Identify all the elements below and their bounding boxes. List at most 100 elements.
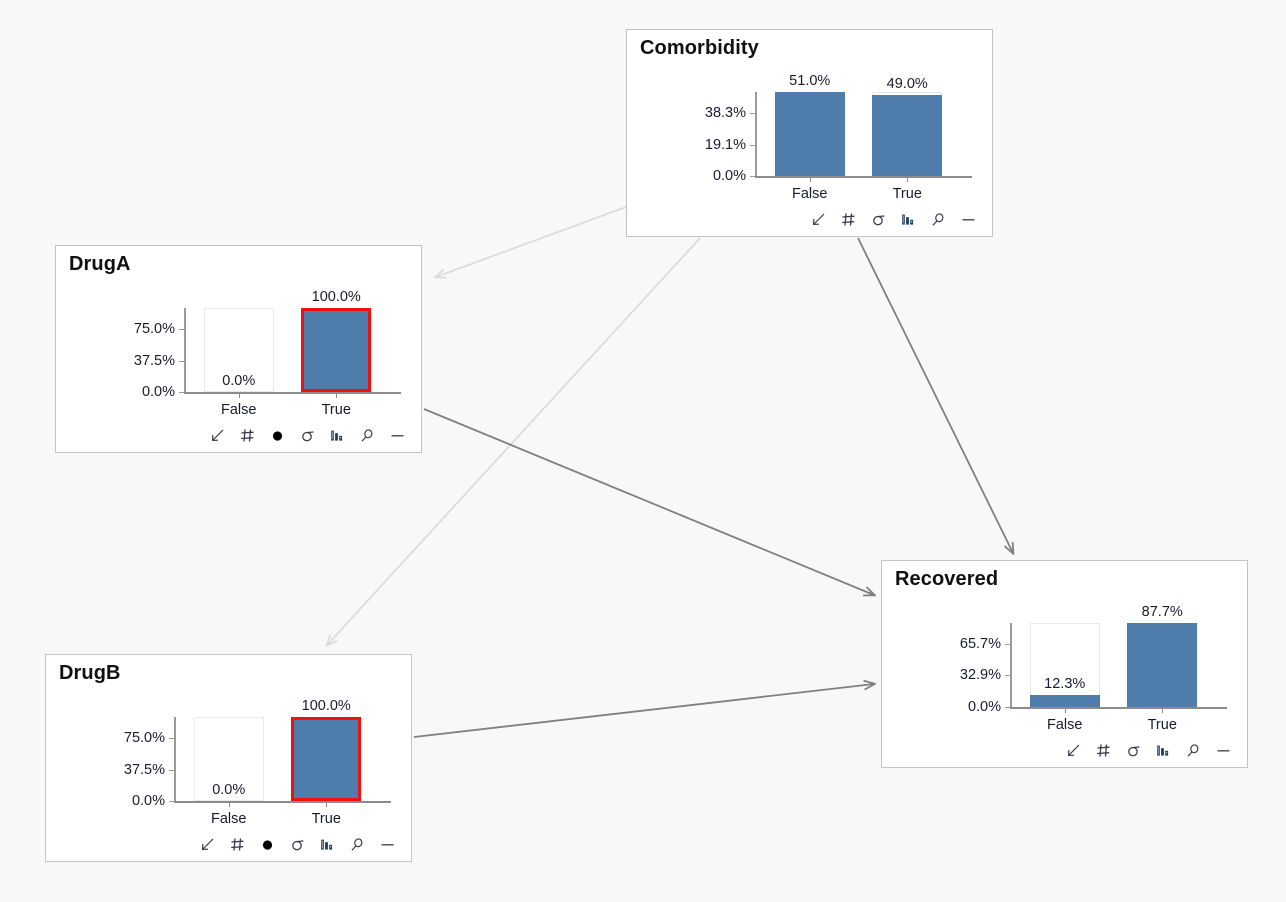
x-tick-label: False: [211, 811, 247, 827]
edge-comorbidity-druga[interactable]: [436, 206, 627, 277]
y-tick-mark: [179, 392, 184, 393]
minus-icon[interactable]: [378, 835, 397, 854]
y-axis: [184, 308, 186, 392]
node-toolbar[interactable]: [208, 426, 407, 445]
x-tick-mark: [238, 392, 240, 398]
grid-icon[interactable]: [228, 835, 247, 854]
x-tick-mark: [1064, 707, 1066, 713]
bar-group[interactable]: 12.3%: [1029, 623, 1100, 707]
y-tick-mark: [179, 329, 184, 330]
node-toolbar[interactable]: [198, 835, 397, 854]
y-axis: [755, 92, 757, 176]
y-tick-label: 38.3%: [704, 104, 746, 121]
sigma-icon[interactable]: [288, 835, 307, 854]
y-tick-mark: [1005, 707, 1010, 708]
sigma-icon[interactable]: [298, 426, 317, 445]
x-tick-mark: [228, 801, 230, 807]
arrow-down-left-icon[interactable]: [198, 835, 217, 854]
bar-group[interactable]: 0.0%: [203, 308, 274, 392]
arrow-down-left-icon[interactable]: [809, 210, 828, 229]
bar-value-label: 0.0%: [212, 782, 246, 798]
bar-group[interactable]: 87.7%: [1127, 604, 1198, 707]
circle-filled-icon[interactable]: [258, 835, 277, 854]
bar-value-label: 49.0%: [886, 76, 928, 93]
bar-chart-icon[interactable]: [1154, 741, 1173, 760]
bar-value-label: 12.3%: [1044, 676, 1086, 693]
x-tick-label: False: [221, 402, 257, 418]
grid-icon[interactable]: [1094, 741, 1113, 760]
bar-group[interactable]: 0.0%: [193, 717, 264, 801]
bar-chart-icon[interactable]: [328, 426, 347, 445]
grid-icon[interactable]: [238, 426, 257, 445]
bar-group[interactable]: 49.0%: [872, 76, 943, 176]
node-title: Recovered: [895, 568, 999, 590]
sigma-icon[interactable]: [869, 210, 888, 229]
x-tick-label: False: [1047, 717, 1083, 733]
bar-value-label: 51.0%: [789, 73, 831, 89]
x-tick-mark: [907, 176, 909, 182]
x-tick-mark: [809, 176, 811, 182]
x-axis: [1010, 707, 1227, 709]
bar[interactable]: [774, 92, 845, 176]
bar-group[interactable]: 100.0%: [301, 289, 372, 392]
y-tick-mark: [169, 738, 174, 739]
grid-icon[interactable]: [839, 210, 858, 229]
y-tick-mark: [750, 176, 755, 177]
bar-value-label: 0.0%: [222, 373, 256, 389]
arrow-down-left-icon[interactable]: [208, 426, 227, 445]
y-axis: [1010, 623, 1012, 707]
y-axis: [174, 717, 176, 801]
y-tick-mark: [750, 112, 755, 114]
minus-icon[interactable]: [1214, 741, 1233, 760]
edge-drugb-recovered[interactable]: [413, 684, 874, 738]
magnifier-icon[interactable]: [348, 835, 367, 854]
x-axis: [184, 392, 401, 394]
y-tick-label: 32.9%: [959, 667, 1001, 684]
magnifier-icon[interactable]: [1184, 741, 1203, 760]
bar-group[interactable]: 51.0%: [774, 73, 845, 176]
y-tick-label: 75.0%: [123, 730, 165, 746]
bar[interactable]: [872, 95, 943, 176]
arrow-down-left-icon[interactable]: [1064, 741, 1083, 760]
bar-selected[interactable]: [301, 308, 372, 392]
y-tick-mark: [169, 801, 174, 802]
bar-selected[interactable]: [291, 717, 362, 801]
bar[interactable]: [1029, 695, 1100, 707]
bar-chart-icon[interactable]: [899, 210, 918, 229]
x-axis: [755, 176, 972, 178]
bar[interactable]: [1127, 623, 1198, 707]
bar-value-label: 87.7%: [1141, 604, 1183, 620]
node-toolbar[interactable]: [1064, 741, 1233, 760]
circle-filled-icon[interactable]: [268, 426, 287, 445]
magnifier-icon[interactable]: [358, 426, 377, 445]
x-tick-mark: [1162, 707, 1164, 713]
bar-group[interactable]: 100.0%: [291, 698, 362, 801]
bar-reference-outline: [193, 717, 264, 801]
sigma-icon[interactable]: [1124, 741, 1143, 760]
node-title: Comorbidity: [640, 37, 759, 59]
y-tick-label: 0.0%: [712, 168, 746, 184]
y-tick-label: 65.7%: [959, 636, 1001, 653]
edge-comorbidity-recovered[interactable]: [857, 237, 1013, 553]
node-toolbar[interactable]: [809, 210, 978, 229]
node-title: DrugA: [69, 253, 131, 275]
minus-icon[interactable]: [388, 426, 407, 445]
x-tick-label: False: [792, 186, 828, 202]
bar-chart-icon[interactable]: [318, 835, 337, 854]
minus-icon[interactable]: [959, 210, 978, 229]
bar-value-label: 100.0%: [301, 698, 351, 714]
x-tick-mark: [336, 392, 338, 398]
magnifier-icon[interactable]: [929, 210, 948, 229]
edge-druga-recovered[interactable]: [423, 408, 874, 595]
y-tick-mark: [179, 360, 184, 362]
y-tick-mark: [1005, 675, 1010, 677]
